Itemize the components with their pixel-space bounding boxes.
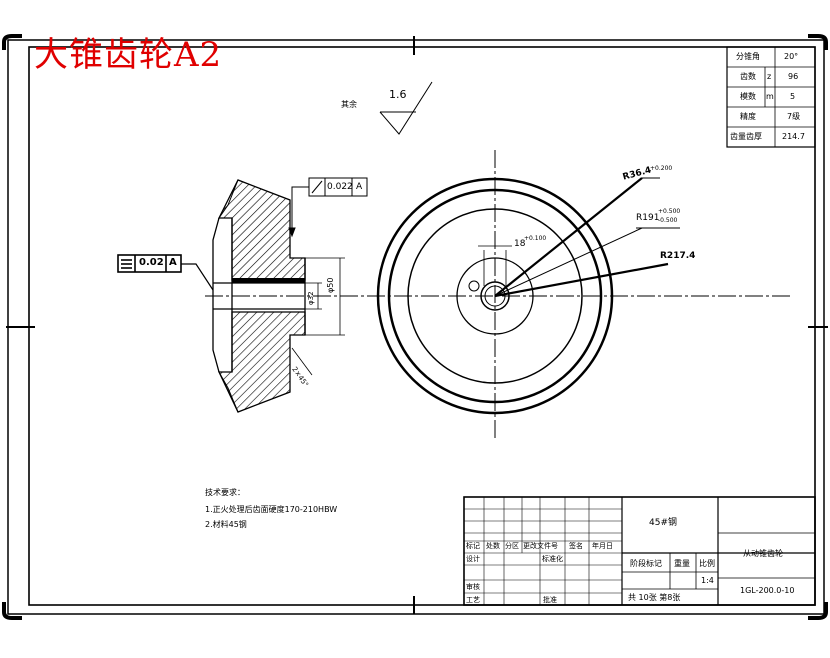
note-item: 2.材料45钢 <box>205 520 247 529</box>
rev-header: 更改文件号 <box>523 542 558 550</box>
param-name: 精度 <box>740 112 756 121</box>
keyway-tol: +0.100 <box>524 235 547 242</box>
rev-header: 处数 <box>486 542 500 550</box>
process-label: 工艺 <box>466 596 480 604</box>
param-value: 96 <box>788 72 799 81</box>
corner-marks <box>2 34 828 620</box>
weight-label: 重量 <box>674 559 690 568</box>
param-name: 分锥角 <box>736 52 760 61</box>
flatness-datum: A <box>169 257 177 268</box>
param-symbol: m <box>766 92 774 101</box>
rev-header: 年月日 <box>592 542 613 550</box>
param-name: 齿量齿厚 <box>730 132 762 141</box>
runout-datum: A <box>356 182 363 192</box>
flatness-value: 0.02 <box>139 257 164 268</box>
radius-tol-1: +0.200 <box>650 165 673 172</box>
material-label: 45#钢 <box>649 518 677 528</box>
parameters-table <box>726 46 816 148</box>
bore-dimension <box>305 257 345 336</box>
part-name: 从动锥齿轮 <box>743 549 783 558</box>
runout-frame <box>288 177 368 238</box>
radius-label-2: R191 <box>636 213 660 223</box>
roughness-value: 1.6 <box>389 88 407 101</box>
stage-label: 阶段标记 <box>630 559 662 568</box>
title-block <box>463 496 816 606</box>
radius-tol-2-lower: -0.500 <box>658 217 678 224</box>
front-view <box>376 150 680 440</box>
drawing-number: 1GL-200.0-10 <box>740 586 795 595</box>
sheet-info: 共 10张 第8张 <box>628 593 681 602</box>
roughness-label: 其余 <box>341 100 357 109</box>
outer-border <box>7 39 825 615</box>
param-value: 7级 <box>787 112 801 121</box>
rev-header: 签名 <box>569 542 583 550</box>
scale-value: 1:4 <box>701 576 714 585</box>
radius-label-3: R217.4 <box>660 251 696 261</box>
runout-value: 0.022 <box>327 182 353 192</box>
param-symbol: z <box>767 72 772 81</box>
flatness-frame <box>117 254 214 291</box>
param-value: 20° <box>784 52 799 61</box>
param-value: 5 <box>790 92 796 101</box>
radius-tol-2-upper: +0.500 <box>658 208 681 215</box>
rev-header: 分区 <box>505 542 519 550</box>
bore-small-label: φ32 <box>307 291 315 305</box>
notes-heading: 技术要求： <box>205 488 245 497</box>
bore-dimension-label: φ50 <box>326 277 335 293</box>
inner-frame <box>28 46 816 606</box>
design-label: 设计 <box>466 555 480 563</box>
roughness-symbol <box>379 81 433 135</box>
keyway-label: 18 <box>514 239 526 249</box>
param-name: 齿数 <box>740 72 756 81</box>
standardize-label: 标准化 <box>542 555 563 563</box>
param-name: 模数 <box>740 92 756 101</box>
rev-header: 标记 <box>466 542 480 550</box>
section-view <box>205 179 790 413</box>
note-item: 1.正火处理后齿面硬度170-210HBW <box>205 505 338 514</box>
review-label: 审核 <box>466 583 480 591</box>
drawing-title: 大锥齿轮A2 <box>34 35 223 75</box>
scale-label: 比例 <box>699 559 715 568</box>
approve-label: 批准 <box>543 596 557 604</box>
param-value: 214.7 <box>782 132 805 141</box>
